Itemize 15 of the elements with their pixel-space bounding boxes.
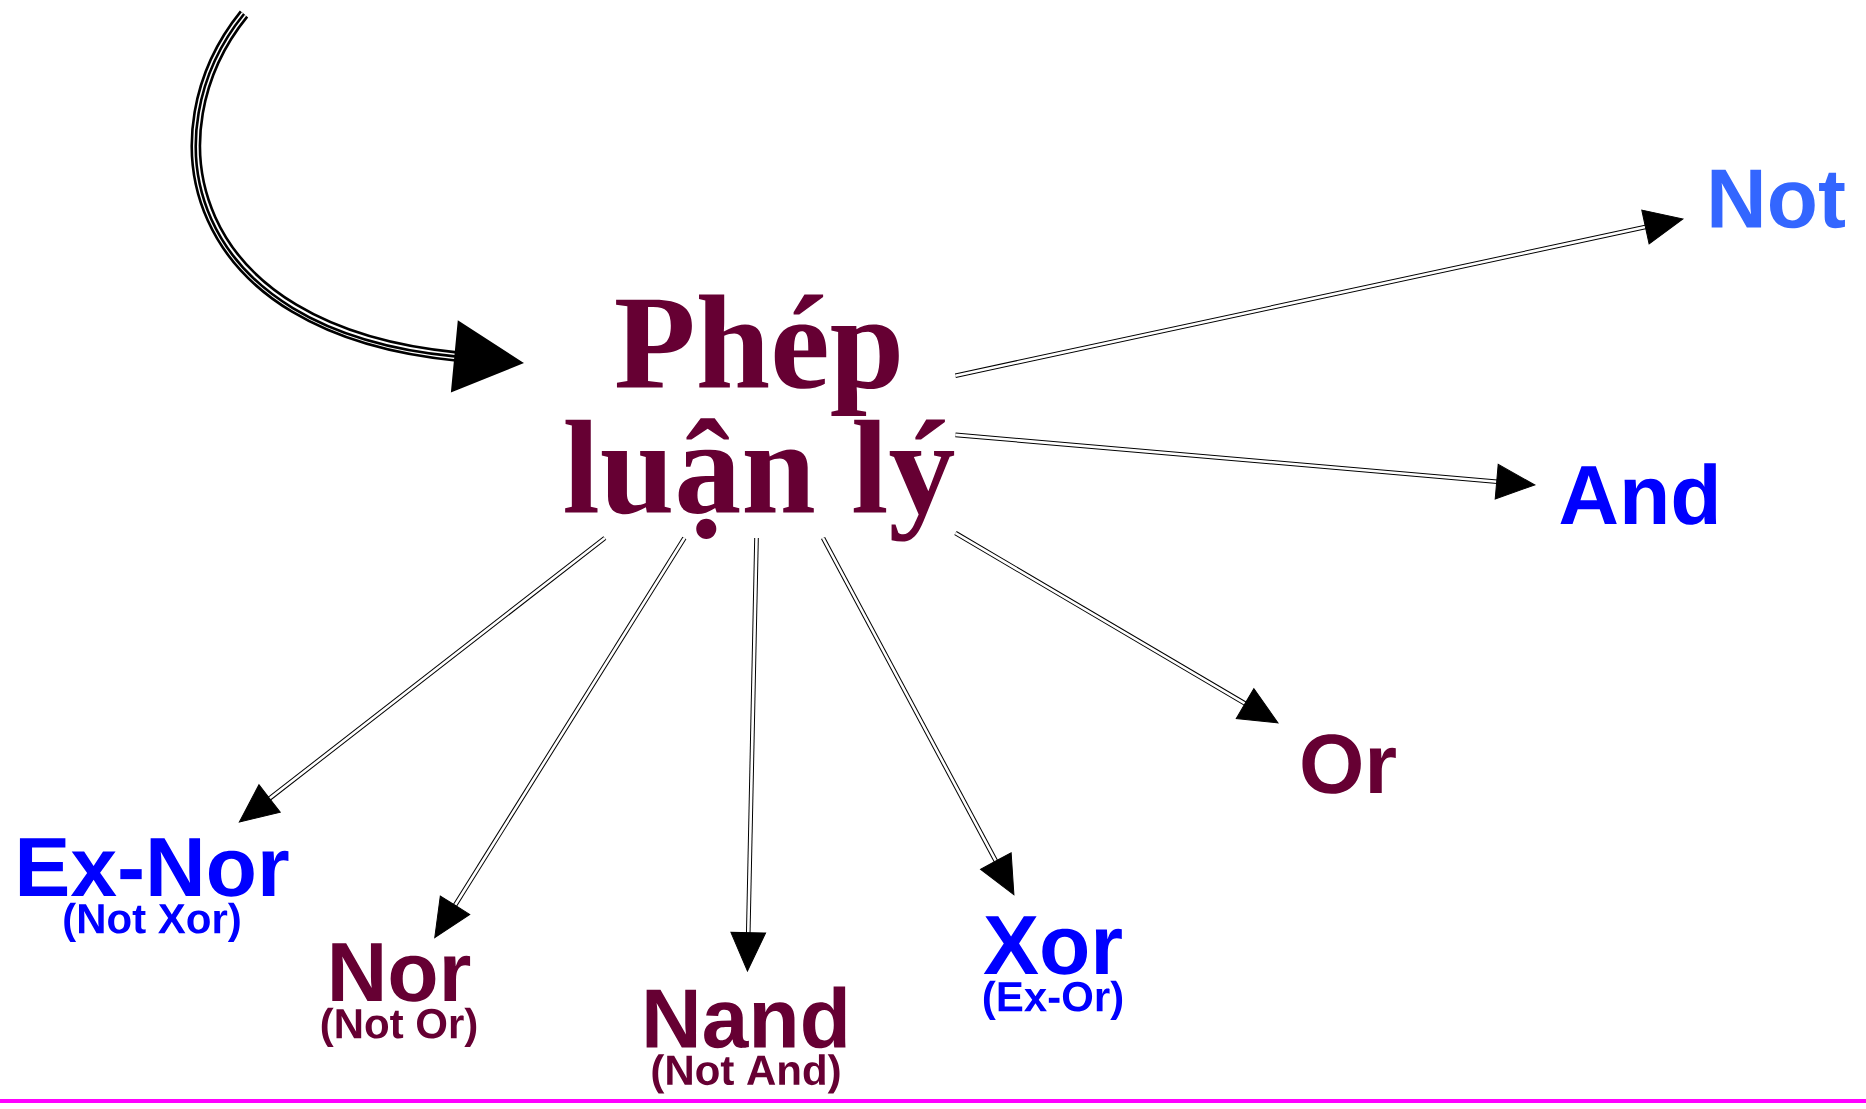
operation-label: Ex-Nor (Not Xor) [19,838,289,942]
operation-label: Nand (Not And) [646,986,846,1094]
operation-label: Or [1302,734,1396,794]
operation-label: Phép luận lý [565,294,955,542]
arrow [954,432,1536,500]
arrow [434,536,687,939]
arrow [954,209,1684,378]
arrow [730,537,767,972]
operation-label: Xor (Ex-Or) [983,916,1123,1020]
arrow [954,531,1279,724]
arrow [238,536,607,823]
operation-label: Not [1711,169,1845,229]
arrow [821,536,1015,896]
operation-label: And [1560,463,1717,525]
operation-label: Nor (Not Or) [321,943,477,1047]
